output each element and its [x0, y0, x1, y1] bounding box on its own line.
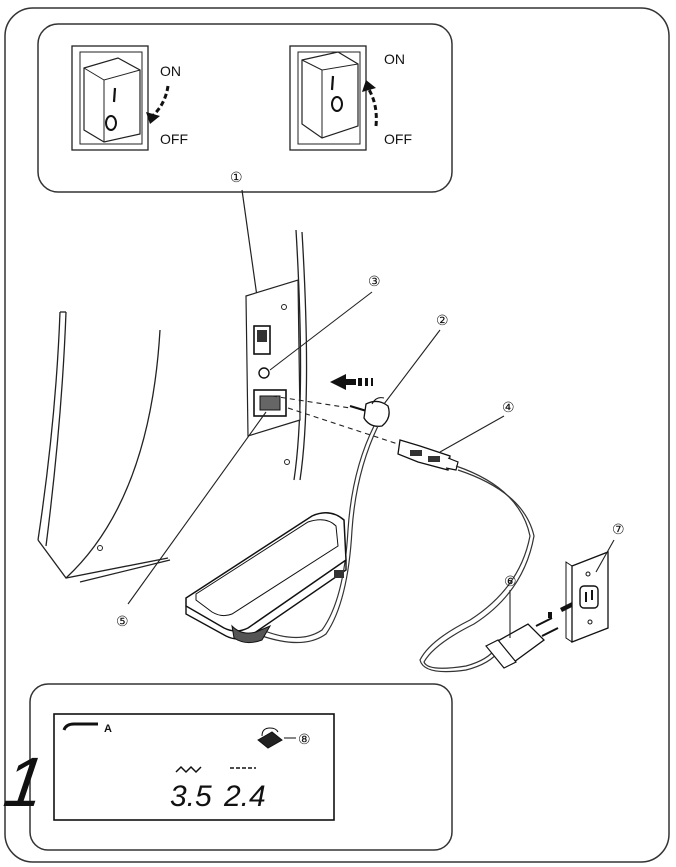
lcd-stitch-length: 2.4: [223, 780, 266, 813]
wall-outlet: [565, 551, 609, 643]
guide-controller-plug: [271, 395, 351, 409]
lcd-pattern-number: 01: [0, 742, 64, 821]
guide-power-plug: [287, 407, 405, 447]
callout-7: ⑦: [612, 521, 625, 537]
on-state-off-label: OFF: [384, 131, 412, 147]
lcd-mode-letter: A: [104, 723, 112, 735]
switch-panel: ON OFF ON OFF: [37, 23, 453, 193]
cords: [261, 425, 535, 673]
zigzag-icon: [175, 765, 202, 774]
machine-plug: [397, 439, 459, 471]
switch-off-illustration: [71, 45, 170, 151]
controller-plug: [349, 397, 390, 427]
callout-2: ②: [436, 312, 449, 328]
callout-1: ①: [230, 169, 243, 185]
lcd-stitch-width: 3.5: [170, 780, 212, 813]
on-state-on-label: ON: [384, 51, 405, 67]
switch-on-illustration: [289, 45, 378, 151]
callout-8: ⑧: [298, 731, 311, 747]
callout-4: ④: [502, 399, 515, 415]
controller-jack[interactable]: [258, 367, 270, 379]
callout-3: ③: [368, 273, 381, 289]
foot-controller-indicator-icon: [257, 727, 283, 749]
insert-arrow-icon: [330, 374, 373, 390]
off-state-on-label: ON: [160, 63, 181, 79]
callout-6: ⑥: [504, 573, 517, 589]
off-state-off-label: OFF: [160, 131, 188, 147]
machine-side-panel: [97, 279, 301, 551]
callout-5: ⑤: [116, 613, 129, 629]
sewing-machine-body: [37, 229, 308, 583]
lcd-panel: A 01 3.5 2.4 ⑧: [0, 683, 453, 851]
lcd-screen: [53, 713, 335, 821]
foot-controller: [185, 512, 347, 644]
